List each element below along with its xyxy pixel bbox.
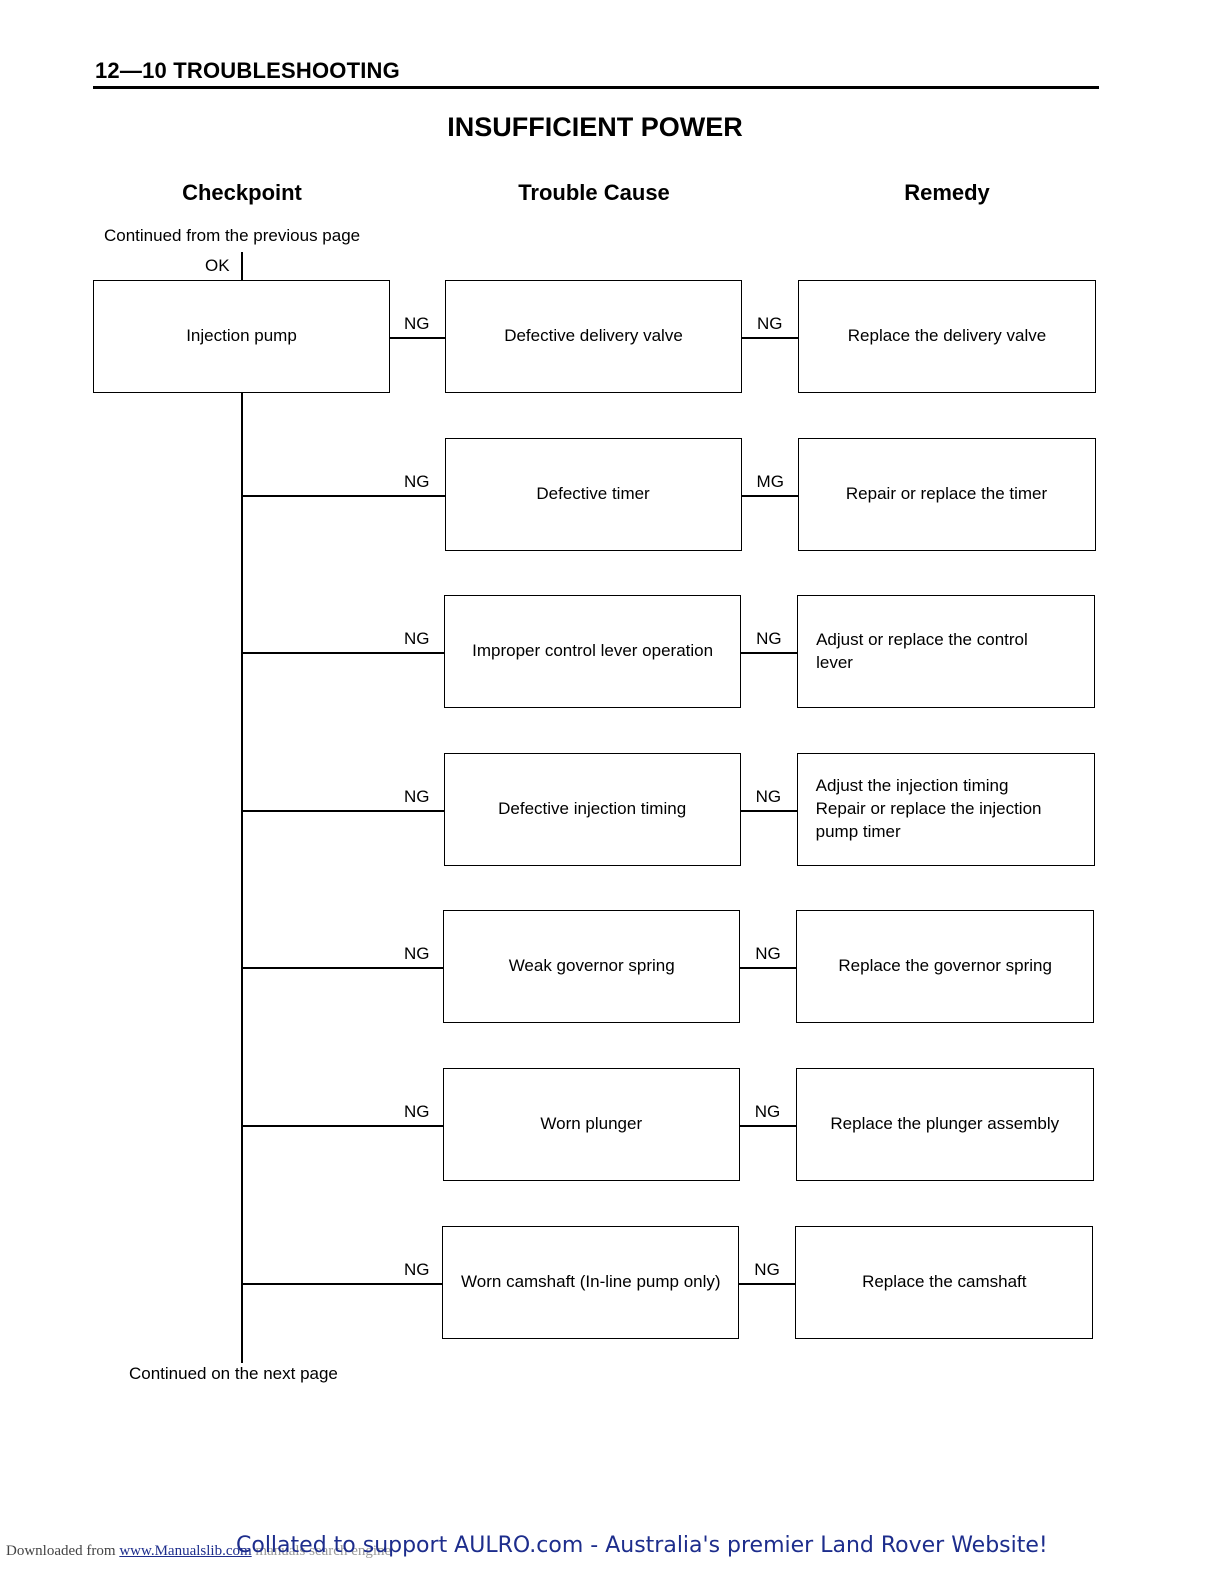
remedy-box: Repair or replace the timer bbox=[797, 438, 1096, 551]
ng-label-cause: NG bbox=[404, 1102, 430, 1121]
collated-footer: Collated to support AULRO.com - Australi… bbox=[236, 1533, 1048, 1558]
cause-box: Defective injection timing bbox=[443, 753, 741, 866]
header-rule bbox=[93, 86, 1099, 89]
remedy-label: Replace the delivery valve bbox=[847, 326, 1047, 346]
cause-label: Worn plunger bbox=[540, 1114, 643, 1134]
remedy-box: Replace the delivery valve bbox=[798, 280, 1096, 393]
manualslib-link[interactable]: www.Manualslib.com bbox=[119, 1543, 252, 1559]
remedy-box: Adjust or replace the control lever bbox=[797, 595, 1096, 708]
remedy-label: Repair or replace the timer bbox=[845, 484, 1048, 504]
ng-label-cause: NG bbox=[404, 944, 430, 963]
column-heading-remedy: Remedy bbox=[904, 180, 990, 205]
connector-cause-remedy bbox=[740, 810, 797, 812]
download-suffix: manuals search engine bbox=[251, 1543, 392, 1559]
cause-label: Worn camshaft (In-line pump only) bbox=[461, 1272, 721, 1292]
checkpoint-box-injection-pump: Injection pump bbox=[93, 280, 390, 393]
connector-checkpoint-cause bbox=[241, 810, 444, 812]
remedy-box: Replace the governor spring bbox=[796, 910, 1095, 1023]
cause-label: Defective delivery valve bbox=[504, 326, 683, 346]
ng-label-remedy: NG bbox=[756, 629, 782, 648]
page-header: 12—10 TROUBLESHOOTING bbox=[95, 58, 400, 83]
connector-checkpoint-cause bbox=[241, 652, 445, 654]
cause-label: Defective injection timing bbox=[498, 799, 687, 819]
download-prefix: Downloaded from bbox=[6, 1543, 120, 1559]
connector-checkpoint-cause bbox=[241, 495, 445, 497]
connector-checkpoint-cause bbox=[390, 337, 445, 339]
connector-cause-remedy bbox=[741, 652, 798, 654]
remedy-label: Adjust or replace the control lever bbox=[816, 629, 1028, 672]
ng-label-cause: NG bbox=[404, 787, 430, 806]
connector-cause-remedy bbox=[739, 1125, 796, 1127]
ng-label-remedy: NG bbox=[757, 314, 783, 333]
ok-label: OK bbox=[205, 256, 230, 275]
cause-label: Defective timer bbox=[536, 484, 650, 504]
column-heading-cause: Trouble Cause bbox=[518, 180, 670, 205]
ng-label-cause: NG bbox=[404, 314, 430, 333]
cause-box: Improper control lever operation bbox=[444, 595, 742, 708]
remedy-box: Replace the camshaft bbox=[795, 1226, 1094, 1339]
column-heading-checkpoint: Checkpoint bbox=[182, 180, 302, 205]
remedy-label: Replace the governor spring bbox=[838, 956, 1052, 976]
ng-label-remedy: MG bbox=[756, 472, 784, 491]
continued-from-label: Continued from the previous page bbox=[104, 226, 361, 245]
ng-label-cause: NG bbox=[404, 629, 430, 648]
download-note: Downloaded from www.Manualslib.com manua… bbox=[6, 1543, 391, 1560]
cause-box: Weak governor spring bbox=[443, 910, 741, 1023]
remedy-box: Adjust the injection timing Repair or re… bbox=[796, 753, 1095, 866]
page-title: INSUFFICIENT POWER bbox=[447, 112, 743, 142]
cause-box: Defective delivery valve bbox=[445, 280, 742, 393]
ng-label-cause: NG bbox=[404, 1260, 430, 1279]
connector-cause-remedy bbox=[740, 967, 797, 969]
connector-cause-remedy bbox=[742, 337, 798, 339]
connector-cause-remedy bbox=[739, 1283, 796, 1285]
ng-label-remedy: NG bbox=[754, 1102, 781, 1121]
cause-box: Defective timer bbox=[444, 438, 742, 551]
remedy-label: Replace the plunger assembly bbox=[830, 1114, 1060, 1134]
ng-label-remedy: NG bbox=[754, 1260, 780, 1279]
remedy-label: Adjust the injection timing Repair or re… bbox=[815, 776, 1042, 841]
remedy-label: Replace the camshaft bbox=[862, 1272, 1027, 1292]
ng-label-remedy: NG bbox=[755, 944, 781, 963]
cause-box: Worn plunger bbox=[442, 1068, 740, 1181]
ng-label-remedy: NG bbox=[755, 787, 782, 806]
cause-label: Improper control lever operation bbox=[472, 641, 714, 661]
continued-next-label: Continued on the next page bbox=[129, 1364, 338, 1383]
checkpoint-trunk-line bbox=[241, 393, 243, 1363]
cause-label: Weak governor spring bbox=[508, 956, 675, 976]
cause-box: Worn camshaft (In-line pump only) bbox=[442, 1226, 740, 1339]
connector-cause-remedy bbox=[741, 495, 798, 497]
remedy-box: Replace the plunger assembly bbox=[795, 1068, 1094, 1181]
ng-label-cause: NG bbox=[404, 472, 430, 491]
connector-checkpoint-cause bbox=[241, 1125, 443, 1127]
connector-checkpoint-cause bbox=[241, 967, 444, 969]
ok-connector bbox=[241, 252, 243, 281]
connector-checkpoint-cause bbox=[241, 1283, 443, 1285]
checkpoint-box-label: Injection pump bbox=[186, 326, 297, 346]
